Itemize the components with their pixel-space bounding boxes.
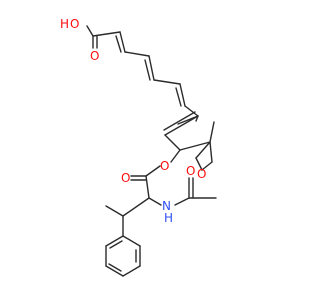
atom-label-o: O bbox=[197, 167, 206, 181]
bond bbox=[195, 141, 211, 159]
bond bbox=[179, 83, 186, 107]
atom-label-o: O bbox=[90, 49, 99, 63]
bond bbox=[109, 240, 123, 249]
bond bbox=[124, 51, 150, 57]
bond bbox=[92, 31, 121, 37]
bond bbox=[145, 175, 150, 199]
bond bbox=[175, 87, 182, 107]
molecule-canvas: O H O O O O N H O bbox=[60, 17, 217, 277]
atom-label-o: O bbox=[160, 159, 169, 173]
bond bbox=[174, 197, 190, 206]
bond bbox=[184, 105, 199, 117]
bond bbox=[105, 205, 124, 217]
bond bbox=[122, 265, 141, 277]
bond bbox=[122, 197, 150, 217]
bond bbox=[201, 161, 213, 171]
bond bbox=[164, 115, 199, 136]
bond bbox=[108, 263, 122, 272]
bond bbox=[170, 149, 181, 163]
bond bbox=[209, 121, 215, 143]
atom-label-h: H bbox=[60, 17, 69, 31]
atom-label-h: H bbox=[164, 211, 173, 225]
bond bbox=[148, 197, 162, 206]
bond bbox=[209, 141, 213, 163]
bond bbox=[195, 157, 203, 171]
bond bbox=[145, 165, 161, 177]
bond bbox=[148, 55, 155, 81]
bond bbox=[86, 25, 94, 37]
bond bbox=[179, 141, 211, 151]
bond bbox=[122, 235, 141, 247]
bond bbox=[105, 265, 124, 277]
bond bbox=[163, 111, 196, 131]
bond bbox=[153, 79, 181, 85]
atom-label-n: N bbox=[162, 199, 171, 213]
bond bbox=[144, 59, 151, 81]
atom-label-o: O bbox=[186, 164, 195, 178]
bond bbox=[119, 31, 126, 53]
bond bbox=[164, 134, 181, 151]
molecule-structure: O H O O O O N H O bbox=[60, 17, 217, 277]
atom-label-o: O bbox=[70, 17, 79, 31]
bond bbox=[115, 35, 122, 53]
atom-label-o: O bbox=[121, 171, 130, 185]
bond bbox=[105, 235, 124, 247]
